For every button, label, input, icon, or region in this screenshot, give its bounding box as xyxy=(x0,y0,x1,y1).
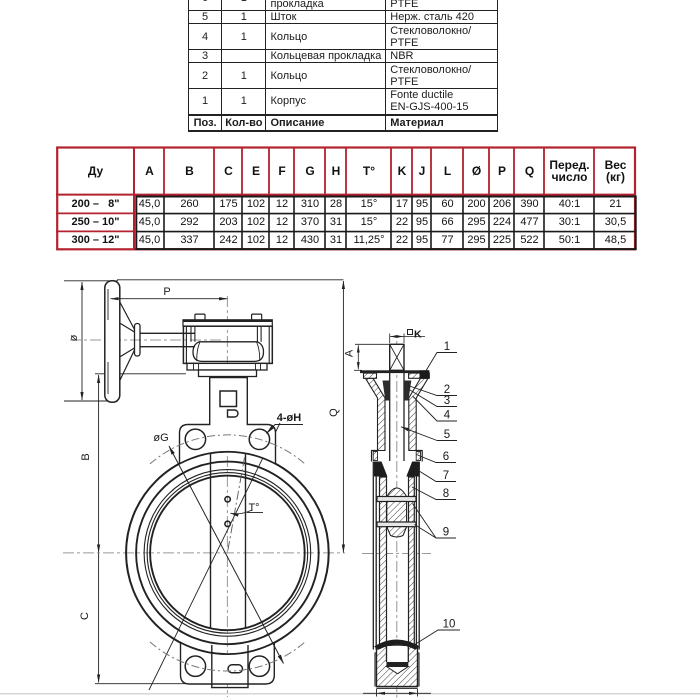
svg-text:10: 10 xyxy=(443,619,456,631)
svg-text:K: K xyxy=(414,329,422,341)
svg-text:2: 2 xyxy=(444,384,450,396)
svg-text:4: 4 xyxy=(444,410,451,422)
svg-text:øG: øG xyxy=(153,432,168,444)
svg-text:4-øH: 4-øH xyxy=(277,412,302,424)
svg-text:Q: Q xyxy=(328,408,340,417)
svg-text:8: 8 xyxy=(443,488,449,500)
svg-text:P: P xyxy=(163,286,170,298)
svg-text:A: A xyxy=(344,349,356,357)
svg-text:ø: ø xyxy=(68,334,80,341)
svg-text:5: 5 xyxy=(444,429,450,441)
svg-text:7: 7 xyxy=(443,470,449,482)
svg-text:1: 1 xyxy=(444,341,450,353)
svg-text:6: 6 xyxy=(443,451,449,463)
svg-text:B: B xyxy=(80,453,92,460)
svg-text:C: C xyxy=(79,612,91,620)
svg-text:9: 9 xyxy=(443,527,449,539)
svg-text:T°: T° xyxy=(248,502,259,514)
svg-text:3: 3 xyxy=(444,395,450,407)
